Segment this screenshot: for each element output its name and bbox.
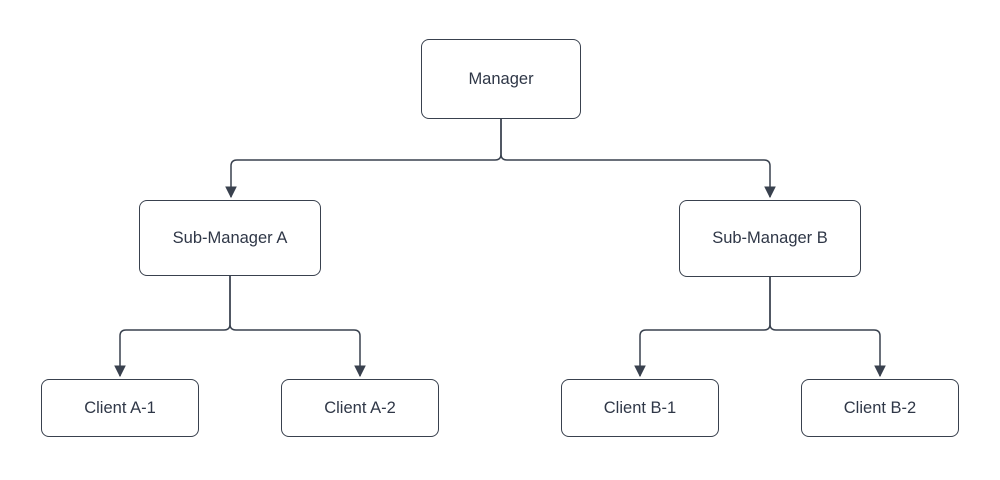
node-client-b1-label: Client B-1 [603,398,677,417]
node-sub-manager-a[interactable]: Sub-Manager A [139,200,321,276]
node-client-b2-label: Client B-2 [843,398,917,417]
node-client-b2[interactable]: Client B-2 [801,379,959,437]
node-client-a1[interactable]: Client A-1 [41,379,199,437]
node-manager-label: Manager [468,69,534,88]
node-sub-manager-b[interactable]: Sub-Manager B [679,200,861,277]
node-manager[interactable]: Manager [421,39,581,119]
edge-sub-b-client-b2 [769,277,886,378]
node-sub-manager-a-label: Sub-Manager A [172,228,288,247]
node-client-a2[interactable]: Client A-2 [281,379,439,437]
node-client-b1[interactable]: Client B-1 [561,379,719,437]
node-client-a1-label: Client A-1 [84,398,156,417]
edge-sub-a-client-a1 [114,276,231,378]
edge-sub-a-client-a2 [229,276,366,378]
node-sub-manager-b-label: Sub-Manager B [712,229,828,248]
edge-sub-b-client-b1 [634,277,771,378]
edge-manager-sub-a [225,119,502,199]
node-client-a2-label: Client A-2 [324,398,396,417]
edge-manager-sub-b [500,119,776,199]
